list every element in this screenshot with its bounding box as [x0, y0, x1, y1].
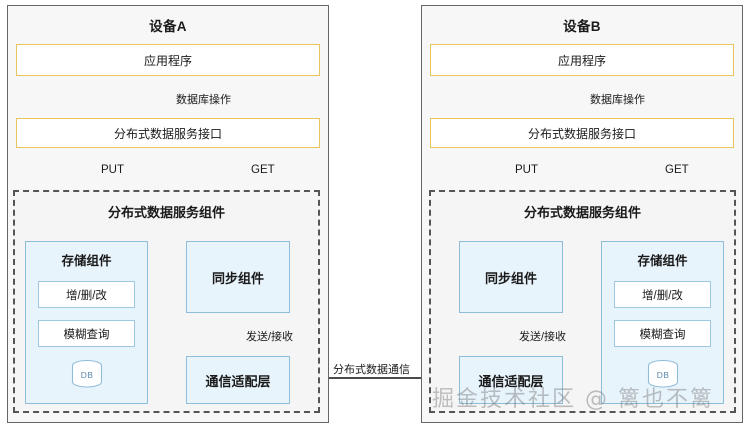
watermark-text: 掘金技术社区 @ 篱也不篱 — [432, 387, 714, 412]
device-a-title: 设备A — [149, 19, 187, 34]
device-b-application-label: 应用程序 — [557, 53, 606, 68]
device-b-data-service-interface-box[interactable]: 分布式数据服务接口 — [430, 118, 734, 148]
device-b-data-service-interface-label: 分布式数据服务接口 — [527, 126, 636, 141]
device-a-storage-crud-label: 增/删/改 — [66, 289, 107, 302]
device-b-storage-component-title: 存储组件 — [637, 254, 688, 268]
device-a-data-service-component-title: 分布式数据服务组件 — [107, 205, 225, 220]
device-b-put-label: PUT — [515, 164, 538, 176]
device-b-sync-component[interactable]: 同步组件 — [459, 241, 563, 313]
device-a-storage-crud-box[interactable]: 增/删/改 — [38, 281, 135, 308]
device-b-storage-fuzzy-query-label: 模糊查询 — [639, 328, 686, 341]
device-b-sync-component-label: 同步组件 — [484, 270, 537, 286]
device-b-db-operation-label: 数据库操作 — [590, 94, 645, 106]
device-a-db-operation-label: 数据库操作 — [176, 94, 231, 106]
device-b-title: 设备B — [563, 19, 601, 34]
device-b-storage-fuzzy-query-box[interactable]: 模糊查询 — [614, 320, 711, 347]
device-b-communication-adapter[interactable]: 通信适配层 — [459, 356, 563, 404]
device-b-database-label: DB — [656, 370, 670, 380]
device-a-put-label: PUT — [101, 164, 124, 176]
device-a-data-service-interface-label: 分布式数据服务接口 — [113, 126, 222, 141]
device-b-database-icon: DB — [643, 359, 683, 389]
device-a-database-icon: DB — [67, 359, 107, 389]
device-a-application-box[interactable]: 应用程序 — [16, 44, 320, 76]
db-cylinder-icon — [647, 359, 679, 388]
device-a-sync-component-label: 同步组件 — [211, 270, 264, 286]
device-a-storage-fuzzy-query-label: 模糊查询 — [63, 328, 110, 341]
device-a-sync-component[interactable]: 同步组件 — [186, 241, 290, 313]
device-a-storage-fuzzy-query-box[interactable]: 模糊查询 — [38, 320, 135, 347]
device-b-application-box[interactable]: 应用程序 — [430, 44, 734, 76]
db-cylinder-icon — [71, 359, 103, 388]
device-b-communication-adapter-label: 通信适配层 — [478, 373, 544, 389]
device-b-storage-crud-label: 增/删/改 — [642, 289, 683, 302]
device-b-storage-crud-box[interactable]: 增/删/改 — [614, 281, 711, 308]
device-a-application-label: 应用程序 — [143, 53, 192, 68]
device-a-communication-adapter[interactable]: 通信适配层 — [186, 356, 290, 404]
device-a-data-service-interface-box[interactable]: 分布式数据服务接口 — [16, 118, 320, 148]
device-a-database-label: DB — [80, 370, 94, 380]
device-b-send-receive-label: 发送/接收 — [519, 331, 567, 343]
device-a-get-label: GET — [251, 164, 275, 176]
inter-device-communication-label: 分布式数据通信 — [331, 361, 412, 377]
device-a-storage-component-title: 存储组件 — [61, 254, 112, 268]
device-a-send-receive-label: 发送/接收 — [246, 331, 294, 343]
device-b-get-label: GET — [665, 164, 689, 176]
device-b-data-service-component-title: 分布式数据服务组件 — [523, 205, 641, 220]
device-a-communication-adapter-label: 通信适配层 — [205, 373, 271, 389]
